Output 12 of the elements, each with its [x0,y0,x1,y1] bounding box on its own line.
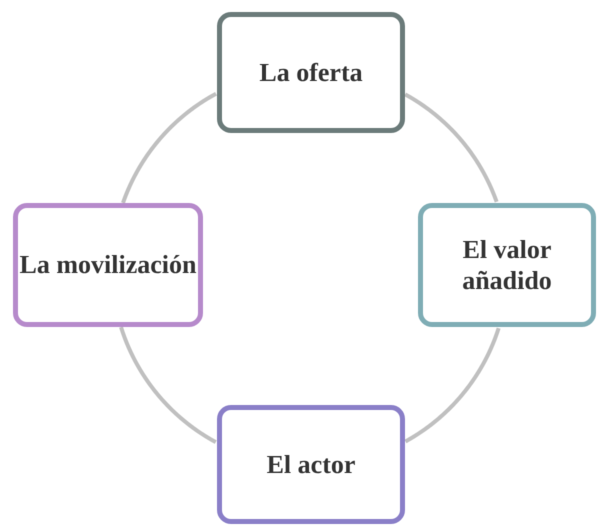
connector-arc [404,328,501,444]
rounded-box [217,405,405,524]
node-label: La oferta [259,56,363,88]
node-label: El valor añadido [461,234,553,296]
node-label: El actor [266,448,356,480]
connector-arc [404,92,498,202]
connector-arc [121,92,217,204]
rounded-box [217,12,405,133]
rounded-box [418,203,596,327]
node-label: La movilización [20,249,196,281]
rounded-box [13,203,203,327]
connector-arc [119,326,217,444]
